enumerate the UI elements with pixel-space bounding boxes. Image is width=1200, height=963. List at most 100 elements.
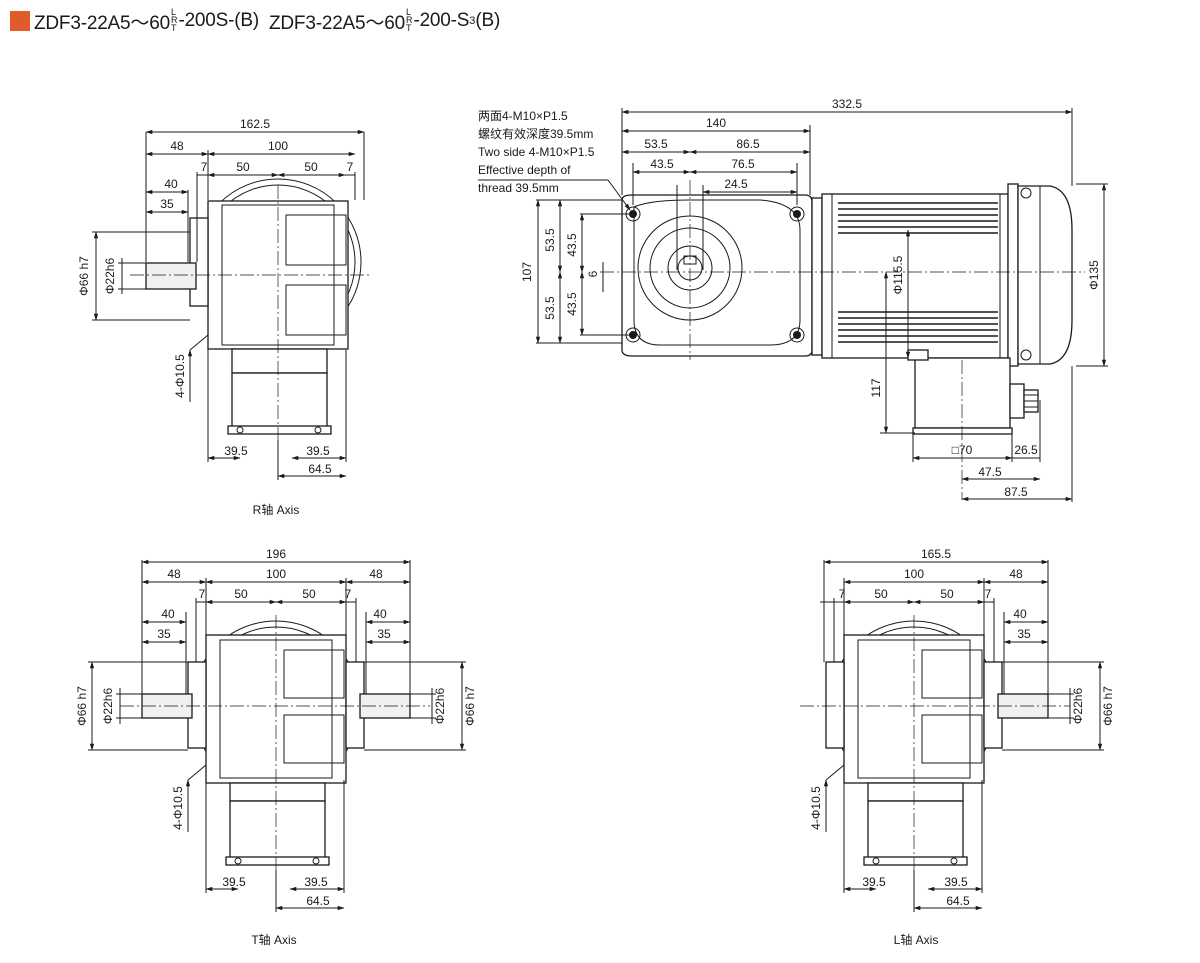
dim-label: 86.5 xyxy=(736,137,760,151)
dim-label: 7 xyxy=(345,587,352,601)
dim-label: 39.5 xyxy=(306,444,330,458)
variant-letter: R xyxy=(405,15,413,25)
variant-letter: L xyxy=(170,7,176,17)
dim-label: 40 xyxy=(164,177,178,191)
dim-label: 6 xyxy=(586,270,600,277)
dim-label: 4-Φ10.5 xyxy=(171,786,185,830)
dim-label: 48 xyxy=(167,567,181,581)
r-axis-caption: R轴 Axis xyxy=(253,502,300,517)
r-axis-body xyxy=(130,178,370,445)
dim-label: 7 xyxy=(199,587,206,601)
l-axis-dimensions: 165.5 100 48 7 50 50 7 40 35 Φ22h6 xyxy=(809,547,1115,912)
dim-label: 39.5 xyxy=(944,875,968,889)
variant-letters-2: L R T xyxy=(405,7,413,33)
dim-label: 107 xyxy=(520,262,534,282)
dim-label: 140 xyxy=(706,116,726,130)
dim-label: 50 xyxy=(302,587,316,601)
note-line: thread 39.5mm xyxy=(478,181,559,195)
model-name-2: ZDF3-22A5～60 xyxy=(269,12,405,34)
side-body xyxy=(600,180,1085,500)
dim-label: 26.5 xyxy=(1014,443,1038,457)
page-title: ZDF3-22A5～60 L R T -200S-(B) ZDF3-22A5～6… xyxy=(10,6,500,36)
dim-label: Φ66 h7 xyxy=(1101,686,1115,726)
l-axis-body xyxy=(800,615,1070,875)
motor-fins xyxy=(838,202,998,343)
dim-label: 48 xyxy=(170,139,184,153)
dim-label: 50 xyxy=(940,587,954,601)
dim-label: 7 xyxy=(201,160,208,174)
dim-label: 100 xyxy=(904,567,924,581)
variant-letter: T xyxy=(170,23,177,33)
dim-label: 76.5 xyxy=(731,157,755,171)
dim-label: 4-Φ10.5 xyxy=(173,354,187,398)
dim-label: 64.5 xyxy=(946,894,970,908)
orange-square-icon xyxy=(10,11,30,31)
t-axis-dimensions: 196 48 100 48 7 50 50 7 40 35 40 35 xyxy=(75,547,477,912)
dim-label: 48 xyxy=(369,567,383,581)
dim-label: 4-Φ10.5 xyxy=(809,786,823,830)
l-axis-caption: L轴 Axis xyxy=(894,932,939,947)
dim-label: 50 xyxy=(234,587,248,601)
dim-label: 40 xyxy=(161,607,175,621)
variant-suffix-1: -200S-(B) xyxy=(178,10,259,31)
variant-letter: L xyxy=(405,7,411,17)
dim-label: Φ22h6 xyxy=(103,258,117,295)
dim-label: 100 xyxy=(268,139,288,153)
dim-label: 7 xyxy=(347,160,354,174)
dim-label: 196 xyxy=(266,547,286,561)
side-view: 两面4-M10×P1.5 螺纹有效深度39.5mm Two side 4-M10… xyxy=(478,97,1108,502)
dim-label: 24.5 xyxy=(724,177,748,191)
r-axis-dimensions: 162.5 48 100 7 50 50 7 40 35 Φ66 h7 xyxy=(77,117,365,480)
dim-label: Φ66 h7 xyxy=(463,686,477,726)
dim-label: 35 xyxy=(1017,627,1031,641)
dim-label: 53.5 xyxy=(543,228,557,252)
note-line: 螺纹有效深度39.5mm xyxy=(478,126,593,141)
dim-label: 53.5 xyxy=(644,137,668,151)
dim-label: 39.5 xyxy=(304,875,328,889)
dim-label: 39.5 xyxy=(222,875,246,889)
dim-label: 43.5 xyxy=(565,233,579,257)
dim-label: 40 xyxy=(373,607,387,621)
dim-label: 64.5 xyxy=(306,894,330,908)
variant-letter: T xyxy=(405,23,412,33)
dim-label: 43.5 xyxy=(565,292,579,316)
dim-label: 165.5 xyxy=(921,547,951,561)
dim-label: 35 xyxy=(160,197,174,211)
variant-end-2: (B) xyxy=(475,10,501,31)
note-line: 两面4-M10×P1.5 xyxy=(478,109,568,123)
dim-label: 50 xyxy=(874,587,888,601)
dim-label: 117 xyxy=(869,378,883,397)
dim-label: Φ66 h7 xyxy=(75,686,89,726)
dim-label: 53.5 xyxy=(543,296,557,320)
t-axis-view: 196 48 100 48 7 50 50 7 40 35 40 35 xyxy=(75,547,477,947)
dim-label: 50 xyxy=(236,160,250,174)
variant-subscript: 3 xyxy=(469,15,476,27)
dim-label: 64.5 xyxy=(308,462,332,476)
dim-label: 35 xyxy=(157,627,171,641)
variant-letter: R xyxy=(170,15,178,25)
note-line: Two side 4-M10×P1.5 xyxy=(478,145,595,159)
dim-label: Φ115.5 xyxy=(891,255,905,294)
dim-label: 332.5 xyxy=(832,97,862,111)
dim-label: 43.5 xyxy=(650,157,674,171)
r-axis-view: 162.5 48 100 7 50 50 7 40 35 Φ66 h7 xyxy=(77,117,370,517)
dim-label: Φ66 h7 xyxy=(77,256,91,296)
dim-label: 35 xyxy=(377,627,391,641)
model-name-1: ZDF3-22A5～60 xyxy=(34,12,170,34)
t-axis-caption: T轴 Axis xyxy=(251,932,296,947)
note-line: Effective depth of xyxy=(478,163,571,177)
dim-label: 87.5 xyxy=(1004,485,1028,499)
dim-label: 47.5 xyxy=(978,465,1002,479)
variant-letters-1: L R T xyxy=(170,7,178,33)
side-dimensions: 332.5 140 53.5 86.5 43.5 76.5 24.5 107 5… xyxy=(520,97,1108,502)
dim-label: Φ135 xyxy=(1087,260,1101,290)
dim-label: 100 xyxy=(266,567,286,581)
side-note: 两面4-M10×P1.5 螺纹有效深度39.5mm Two side 4-M10… xyxy=(478,109,631,211)
dim-label: □70 xyxy=(952,443,973,457)
dim-label: Φ22h6 xyxy=(433,688,447,725)
dim-label: 50 xyxy=(304,160,318,174)
dim-label: 162.5 xyxy=(240,117,270,131)
dim-label: 40 xyxy=(1013,607,1027,621)
variant-suffix-2: -200-S xyxy=(413,10,470,31)
